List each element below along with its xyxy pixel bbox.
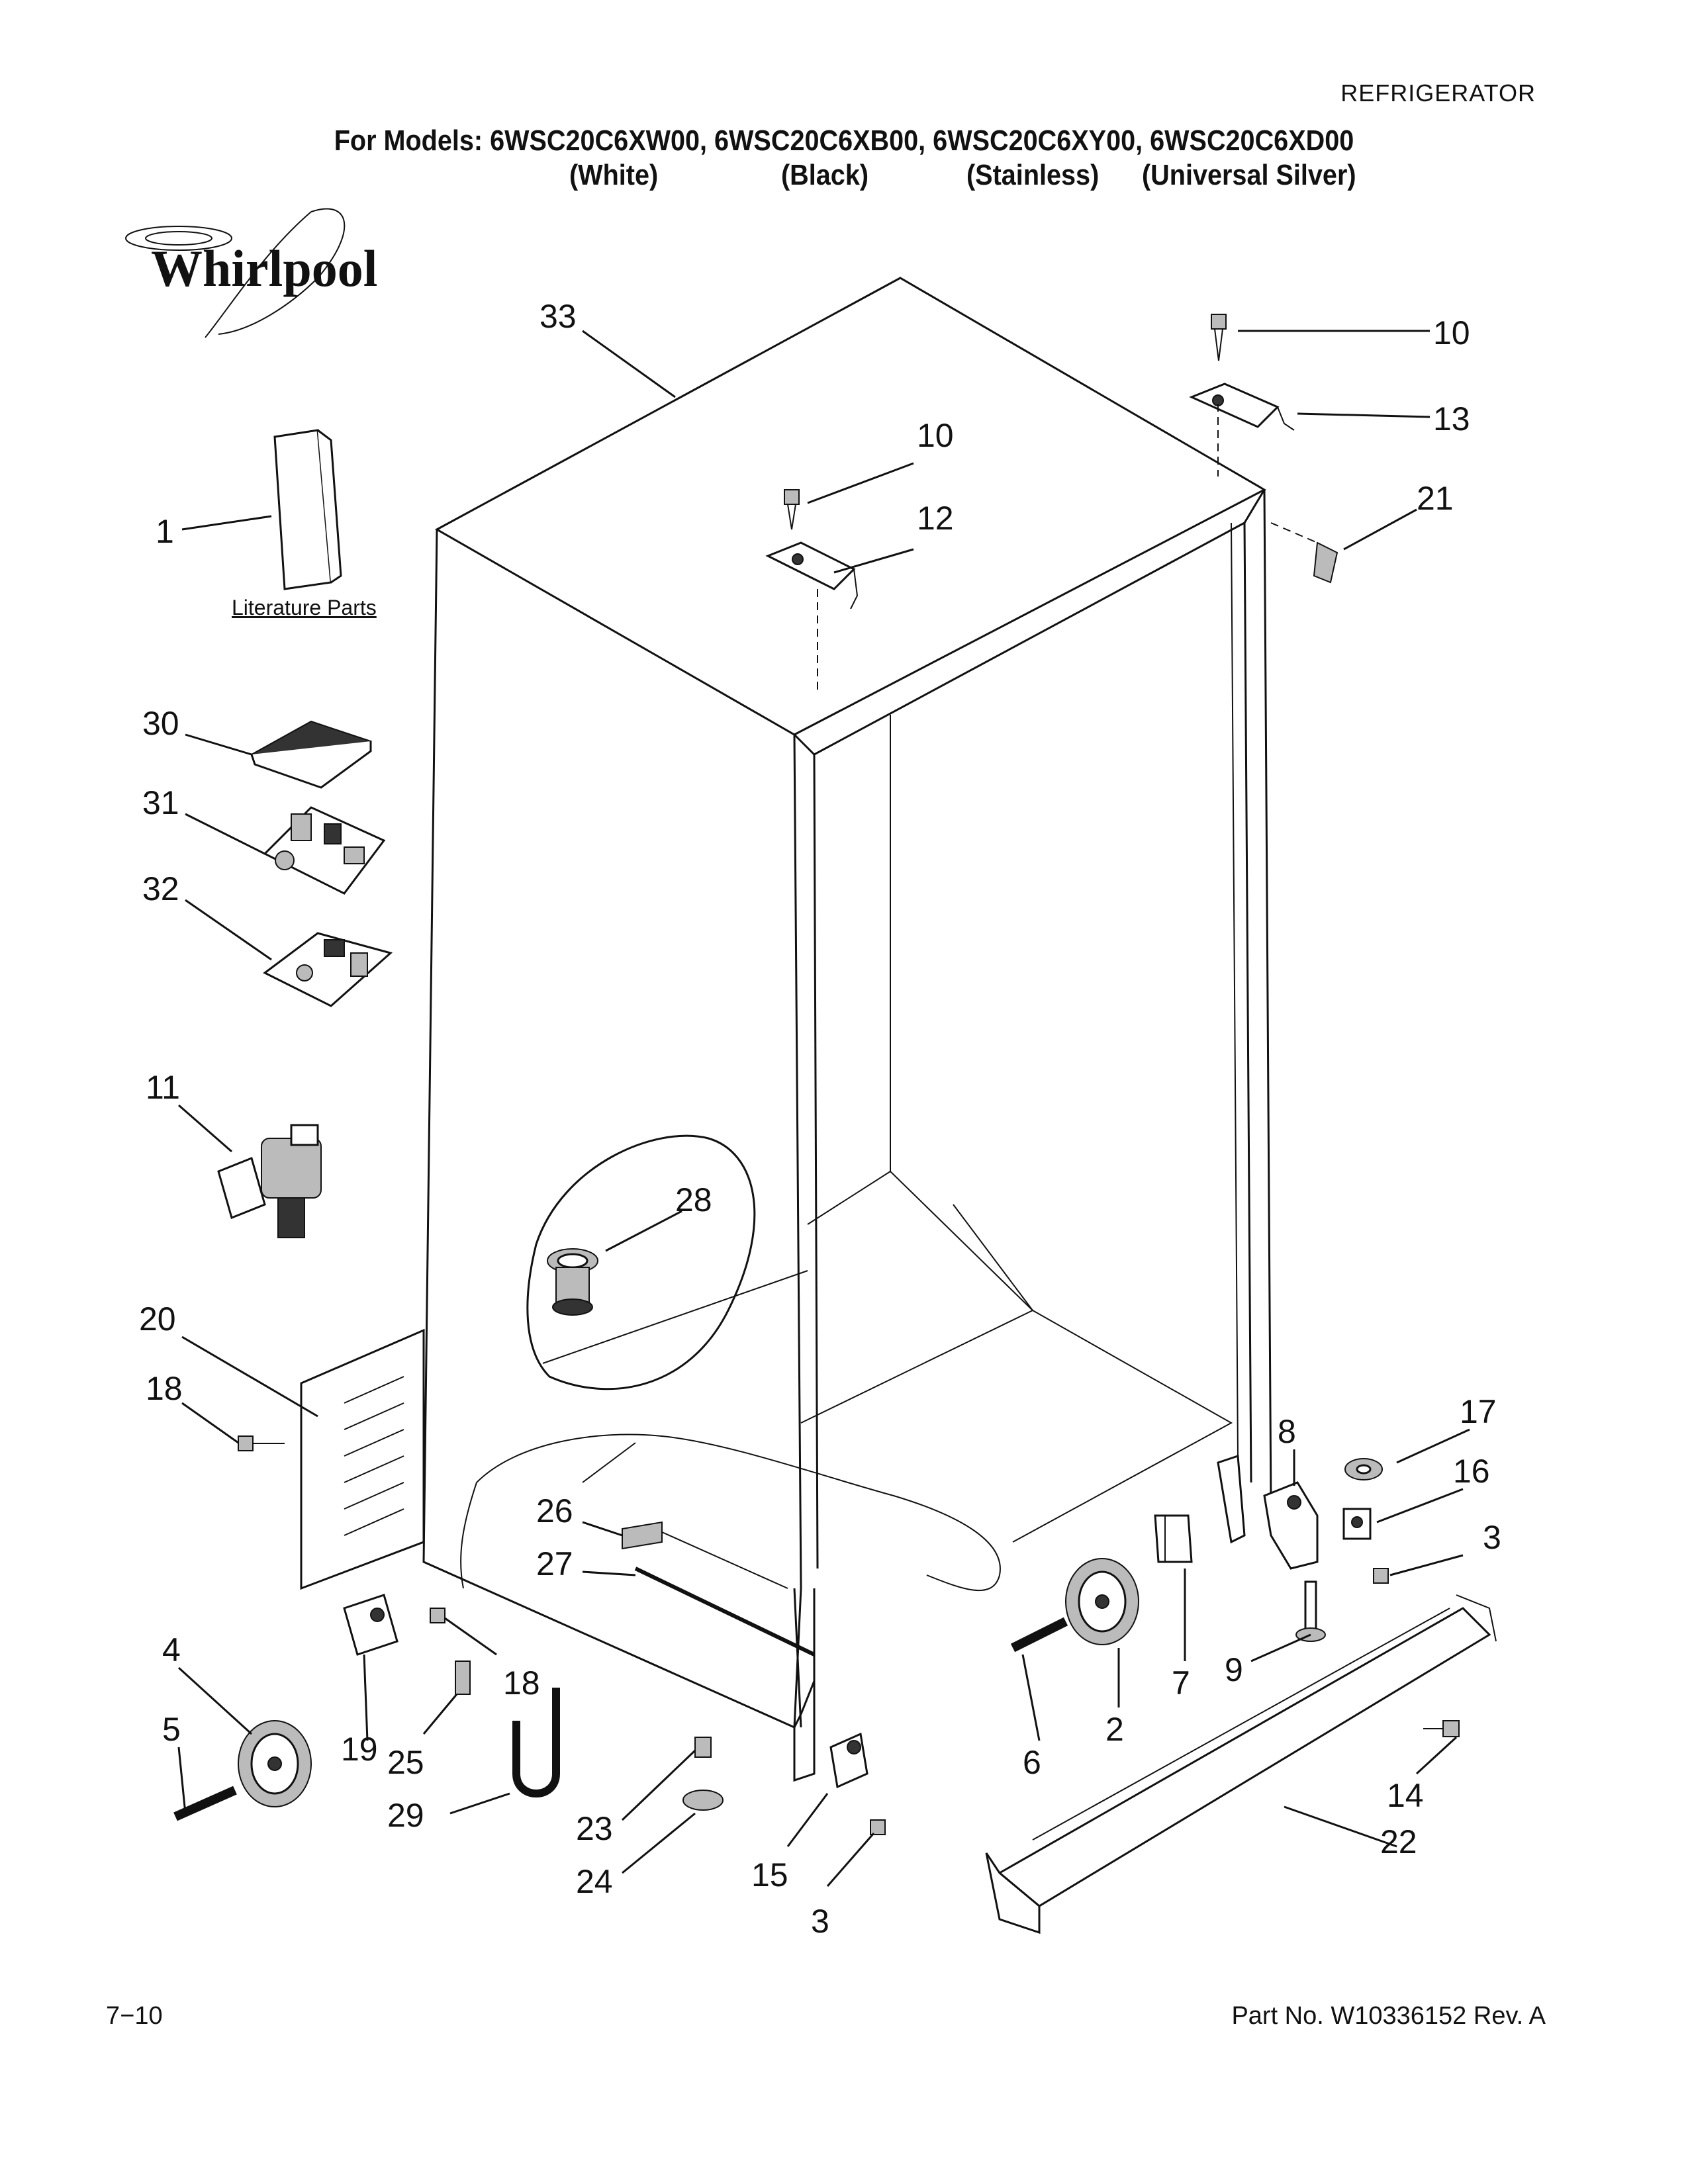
callout-3-upper: 3 bbox=[1483, 1519, 1501, 1556]
callout-19: 19 bbox=[341, 1731, 378, 1768]
part-10-screw-top bbox=[1211, 314, 1227, 361]
part-3-screw-upper bbox=[1373, 1568, 1389, 1584]
callout-5: 5 bbox=[162, 1711, 181, 1748]
callout-10-mid: 10 bbox=[917, 417, 954, 454]
callout-numbers: 33 10 13 21 1 10 12 30 31 32 11 28 20 18… bbox=[139, 298, 1501, 1940]
part-20-grille bbox=[300, 1328, 425, 1590]
color-white-label: (White) bbox=[569, 159, 659, 191]
callout-18-lower: 18 bbox=[503, 1664, 540, 1702]
callout-13: 13 bbox=[1433, 400, 1470, 437]
callout-2: 2 bbox=[1105, 1711, 1124, 1748]
part-8-bracket bbox=[1263, 1481, 1319, 1570]
callout-21: 21 bbox=[1417, 480, 1454, 517]
callout-17: 17 bbox=[1460, 1393, 1497, 1430]
callout-11: 11 bbox=[146, 1069, 180, 1106]
part-31-board bbox=[263, 806, 386, 895]
callout-23: 23 bbox=[576, 1810, 613, 1847]
callout-8: 8 bbox=[1278, 1413, 1296, 1450]
callout-18-upper: 18 bbox=[146, 1370, 183, 1407]
part-18-screw-upper bbox=[238, 1435, 285, 1451]
part-number: Part No. W10336152 Rev. A bbox=[1231, 2002, 1546, 2030]
callout-7: 7 bbox=[1172, 1664, 1190, 1702]
part-2-wheel bbox=[1065, 1558, 1139, 1645]
part-10-screw-mid bbox=[784, 489, 800, 530]
cabinet-assembly bbox=[422, 277, 1272, 1782]
brand-wordmark: Whirlpool bbox=[151, 240, 377, 297]
callout-26: 26 bbox=[536, 1492, 573, 1529]
part-32-board bbox=[263, 932, 393, 1007]
part-7-block bbox=[1154, 1514, 1193, 1563]
callout-14: 14 bbox=[1387, 1777, 1424, 1814]
callout-32: 32 bbox=[142, 870, 179, 907]
callout-4: 4 bbox=[162, 1631, 181, 1668]
part-21-clip bbox=[1270, 522, 1338, 584]
color-black-label: (Black) bbox=[781, 159, 869, 191]
callout-9: 9 bbox=[1225, 1651, 1243, 1688]
part-30-cover bbox=[250, 720, 373, 789]
callout-27: 27 bbox=[536, 1545, 573, 1582]
callout-16: 16 bbox=[1453, 1453, 1490, 1490]
part-19-clamp bbox=[343, 1594, 399, 1656]
part-15-bracket bbox=[829, 1732, 868, 1789]
part-11-valve bbox=[217, 1124, 322, 1238]
leader-lines bbox=[177, 330, 1470, 1887]
part-literature bbox=[273, 429, 342, 590]
part-3-screw-lower bbox=[870, 1819, 886, 1835]
part-16-pin bbox=[1342, 1508, 1372, 1540]
color-silver-label: (Universal Silver) bbox=[1142, 159, 1356, 191]
part-23-screw bbox=[694, 1737, 712, 1758]
part-14-screw bbox=[1423, 1720, 1460, 1737]
part-29-drain-tube bbox=[512, 1688, 560, 1797]
part-6-pin bbox=[1010, 1617, 1068, 1653]
part-13-hinge bbox=[1189, 383, 1295, 477]
part-12-hinge bbox=[765, 541, 859, 695]
models-line: For Models: 6WSC20C6XW00, 6WSC20C6XB00, … bbox=[334, 124, 1354, 157]
callout-10-top: 10 bbox=[1433, 314, 1470, 351]
callout-20: 20 bbox=[139, 1300, 176, 1338]
whirlpool-logo: Whirlpool bbox=[125, 208, 377, 338]
document-category: REFRIGERATOR bbox=[1340, 79, 1536, 107]
page-number: 7−10 bbox=[106, 2002, 163, 2030]
callout-31: 31 bbox=[142, 784, 179, 821]
part-27-tube bbox=[634, 1567, 816, 1657]
part-25-fitting bbox=[455, 1661, 471, 1695]
callout-6: 6 bbox=[1023, 1744, 1041, 1781]
part-18-screw-lower bbox=[430, 1608, 445, 1623]
callout-33: 33 bbox=[539, 298, 577, 335]
callout-15: 15 bbox=[751, 1856, 788, 1893]
callout-29: 29 bbox=[387, 1797, 424, 1834]
part-26-tube bbox=[622, 1521, 788, 1589]
callout-22: 22 bbox=[1380, 1823, 1417, 1860]
part-9-leveler bbox=[1295, 1580, 1326, 1642]
callout-30: 30 bbox=[142, 705, 179, 742]
part-22-toe-grille bbox=[985, 1594, 1497, 1934]
callout-12: 12 bbox=[917, 500, 954, 537]
part-4-wheel bbox=[238, 1720, 312, 1807]
part-24-washer bbox=[682, 1790, 724, 1811]
color-stainless-label: (Stainless) bbox=[966, 159, 1100, 191]
part-28-grommet bbox=[547, 1248, 598, 1316]
part-17-washer bbox=[1344, 1458, 1383, 1480]
callout-1: 1 bbox=[156, 513, 174, 550]
literature-parts-label: Literature Parts bbox=[232, 596, 377, 619]
callout-3-lower: 3 bbox=[811, 1903, 829, 1940]
callout-24: 24 bbox=[576, 1863, 613, 1900]
callout-28: 28 bbox=[675, 1181, 712, 1218]
callout-25: 25 bbox=[387, 1744, 424, 1781]
